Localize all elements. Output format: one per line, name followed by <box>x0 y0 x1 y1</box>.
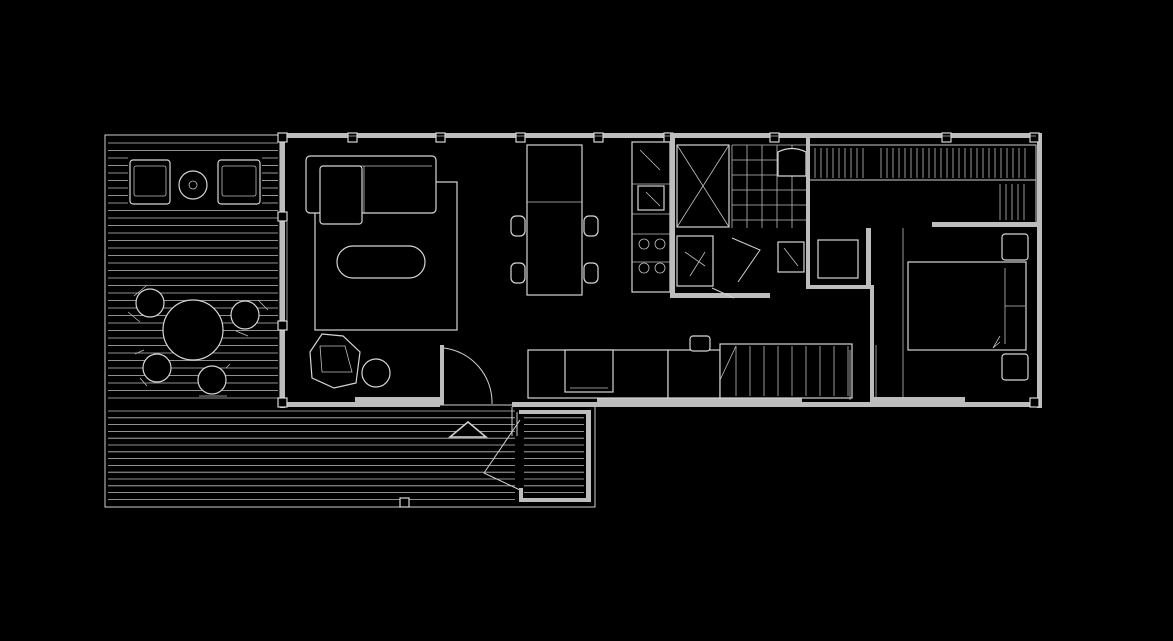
living-area <box>305 155 458 389</box>
kitchen-top-units <box>631 141 671 293</box>
entry-arrow-icon <box>447 421 489 438</box>
laundry <box>817 239 859 279</box>
bathroom <box>670 133 871 299</box>
vanity <box>777 241 805 273</box>
armchair <box>309 333 361 389</box>
wardrobe <box>810 144 1042 227</box>
exterior-walls <box>277 132 1042 508</box>
nightstand-top <box>1001 233 1029 261</box>
kitchen-counter <box>527 335 853 399</box>
deck-lounge-set <box>129 159 261 205</box>
side-table <box>361 358 391 388</box>
hangers <box>814 148 1026 220</box>
stairs <box>719 345 849 396</box>
deck-dining-set <box>127 285 269 397</box>
dining-island <box>510 144 599 296</box>
entry <box>440 345 591 502</box>
deck-boards-lower <box>108 410 584 500</box>
toilet <box>777 147 807 177</box>
plan-line <box>719 345 737 381</box>
nightstand-bottom <box>1001 353 1029 381</box>
bedroom <box>849 228 1029 405</box>
coffee-table <box>336 245 426 279</box>
